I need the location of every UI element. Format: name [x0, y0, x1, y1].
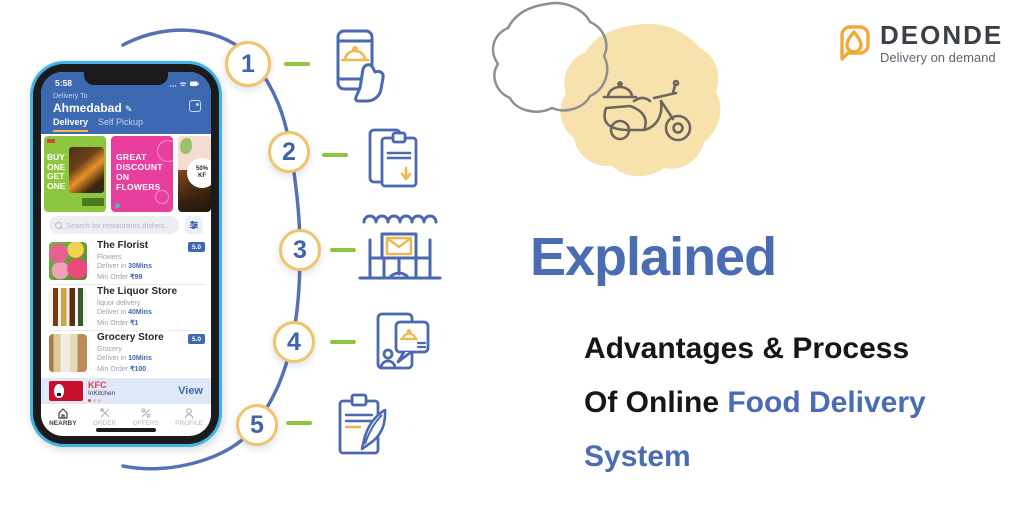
notification-icon[interactable]	[189, 100, 201, 112]
delivery-scooter-icon	[602, 79, 692, 142]
divider	[49, 284, 205, 285]
filter-button[interactable]	[185, 216, 203, 234]
banner-food-photo	[69, 147, 104, 193]
review-feedback-icon	[338, 393, 387, 455]
home-icon	[58, 408, 68, 419]
store-thumbnail	[49, 334, 87, 372]
edit-icon[interactable]: ✎	[125, 104, 133, 114]
percent-icon	[141, 408, 151, 418]
carousel-dots	[88, 398, 115, 402]
delivery-tabs: Delivery Self Pickup	[53, 117, 143, 132]
store-row-grocery[interactable]: Grocery Store Grocery Deliver in 10Mins …	[49, 332, 205, 374]
step-5-number: 5	[236, 404, 278, 446]
store-category: Flowers	[97, 253, 122, 261]
view-button[interactable]: View	[178, 385, 203, 397]
store-category: liquor delivery	[97, 299, 141, 307]
step-4-dash	[330, 340, 356, 344]
tab-delivery[interactable]: Delivery	[53, 117, 89, 132]
discount-badge: 50% KF	[187, 158, 211, 188]
logo-name: DEONDE	[880, 20, 1004, 50]
store-name: Grocery Store	[97, 332, 164, 343]
store-min-order: Min Order ₹99	[97, 273, 143, 281]
search-input[interactable]: Search for restaurants,dishes...	[49, 216, 179, 234]
step-1-number: 1	[225, 41, 271, 87]
restaurant-receives-order-icon	[358, 214, 442, 280]
step-3-dash	[330, 248, 356, 252]
store-thumbnail	[49, 242, 87, 280]
banner-text: GREAT DISCOUNT ON FLOWERS	[116, 152, 163, 192]
app-order-phone-icon	[336, 29, 385, 103]
store-row-florist[interactable]: The Florist Flowers Deliver in 30Mins Mi…	[49, 240, 205, 282]
gray-outline-blob	[491, 1, 609, 113]
decor-dot	[115, 203, 120, 208]
rating-badge: 5.0	[188, 242, 205, 252]
headline-subtitle: Advantages & Process Of Online Food Deli…	[584, 322, 926, 484]
status-time: 5:58	[55, 78, 73, 88]
headline-title: Explained	[530, 227, 777, 287]
decorative-blobs	[491, 1, 721, 177]
deliver-to-label: Delivery To	[53, 93, 88, 100]
banner-kfc-offer[interactable]: 50% KF	[178, 136, 211, 212]
city-selector[interactable]: Ahmedabad ✎	[53, 101, 133, 115]
promo-subtitle: InKitchen	[88, 389, 116, 397]
store-name: The Florist	[97, 240, 149, 251]
phone-mockup: 5:58 Delivery To Ahmedabad ✎	[30, 61, 222, 447]
banner-flower-discount[interactable]: GREAT DISCOUNT ON FLOWERS	[111, 136, 173, 212]
decor-leaf	[180, 138, 192, 154]
banner-text: BUY ONE GET ONE	[47, 152, 66, 191]
deonde-logo-icon	[840, 25, 870, 61]
nav-order[interactable]: ORDER	[93, 407, 116, 427]
deonde-logo: DEONDE Delivery on demand	[836, 22, 1003, 65]
step-1-dash	[284, 62, 310, 66]
status-icons	[169, 81, 199, 87]
store-row-liquor[interactable]: The Liquor Store liquor delivery Deliver…	[49, 286, 205, 328]
person-icon	[184, 408, 194, 419]
search-placeholder: Search for restaurants,dishes...	[66, 220, 171, 230]
subtitle-line-1: Advantages & Process	[584, 332, 910, 365]
phone-notch	[84, 72, 168, 85]
step-4-number: 4	[273, 321, 315, 363]
store-thumbnail	[49, 288, 87, 326]
store-deliver-time: Deliver in 30Mins	[97, 263, 152, 270]
promo-banner-carousel: BUY ONE GET ONE GREAT DISCOUNT ON FLOWER…	[44, 136, 211, 212]
promo-name: KFC	[88, 379, 107, 390]
kfc-logo	[49, 381, 83, 401]
decor-circle	[155, 190, 169, 204]
store-name: The Liquor Store	[97, 286, 177, 297]
store-deliver-time: Deliver in 40Mins	[97, 309, 152, 316]
tab-self-pickup[interactable]: Self Pickup	[98, 117, 144, 127]
rating-badge: 5.0	[188, 334, 205, 344]
yellow-blob	[560, 23, 721, 177]
home-indicator	[96, 428, 156, 432]
store-deliver-time: Deliver in 10Mins	[97, 355, 152, 362]
step-3-number: 3	[279, 229, 321, 271]
logo-tagline: Delivery on demand	[880, 50, 996, 65]
app-screen: 5:58 Delivery To Ahmedabad ✎	[41, 72, 211, 436]
cutlery-icon	[99, 408, 109, 418]
kfc-promo-row[interactable]: KFC InKitchen View	[41, 378, 211, 404]
nav-nearby[interactable]: NEARBY	[49, 407, 77, 427]
store-category: Grocery	[97, 345, 122, 353]
delivery-assignment-icon	[376, 312, 430, 370]
bottom-navigation: NEARBY ORDER OFFERS PROFILE	[41, 404, 211, 430]
step-5-dash	[286, 421, 312, 425]
step-2-number: 2	[268, 131, 310, 173]
store-min-order: Min Order ₹1	[97, 319, 139, 327]
order-placed-clipboard-icon	[368, 128, 418, 188]
search-icon	[55, 221, 62, 229]
step-2-dash	[322, 153, 348, 157]
phone-bezel: 5:58 Delivery To Ahmedabad ✎	[33, 64, 219, 444]
store-min-order: Min Order ₹100	[97, 365, 147, 373]
divider	[49, 330, 205, 331]
banner-small-label	[82, 198, 104, 206]
subtitle-line-3: System	[584, 440, 691, 473]
banner-buy-one-get-one[interactable]: BUY ONE GET ONE	[44, 136, 106, 212]
banner-brand-mark	[47, 139, 55, 143]
subtitle-line-2: Of Online Food Delivery	[584, 386, 926, 419]
nav-offers[interactable]: OFFERS	[132, 407, 159, 427]
nav-profile[interactable]: PROFILE	[175, 407, 203, 427]
